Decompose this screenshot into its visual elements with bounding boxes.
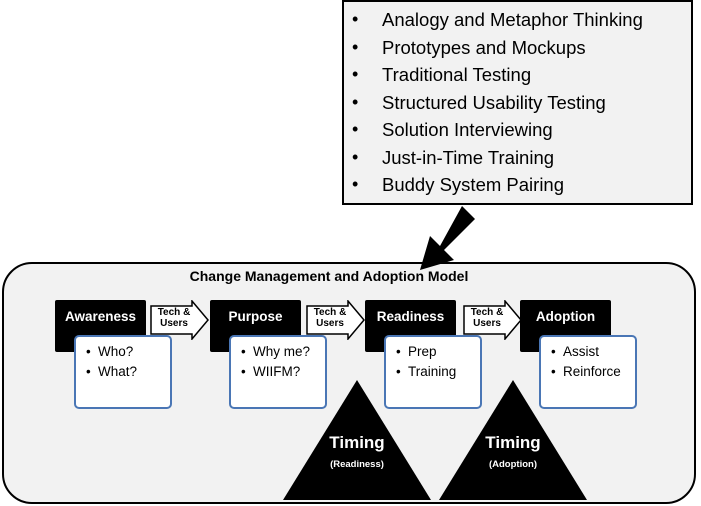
connector-label: Tech & Users: [150, 307, 198, 329]
model-title: Change Management and Adoption Model: [189, 268, 469, 284]
list-item: Training: [396, 362, 480, 382]
technique-item: Analogy and Metaphor Thinking: [344, 6, 691, 34]
stage-adoption-list: Assist Reinforce: [539, 335, 637, 409]
timing-readiness-triangle: [283, 380, 431, 500]
list-item: Assist: [551, 342, 635, 362]
connector-label-line: Users: [160, 318, 188, 329]
connector-arrow-icon: [150, 300, 209, 340]
connector-label-line: Users: [316, 318, 344, 329]
technique-item: Solution Interviewing: [344, 116, 691, 144]
stage-readiness-list: Prep Training: [384, 335, 482, 409]
connector-label: Tech & Users: [463, 307, 511, 329]
connector-label: Tech & Users: [306, 307, 354, 329]
techniques-box: Analogy and Metaphor Thinking Prototypes…: [342, 0, 693, 205]
timing-adoption-title: Timing: [485, 433, 541, 452]
connector-arrow-icon: [306, 300, 365, 340]
technique-item: Traditional Testing: [344, 61, 691, 89]
list-item: What?: [86, 362, 170, 382]
technique-item: Structured Usability Testing: [344, 89, 691, 117]
technique-item: Buddy System Pairing: [344, 171, 691, 199]
technique-item: Just-in-Time Training: [344, 144, 691, 172]
list-item: Who?: [86, 342, 170, 362]
connector-arrow-icon: [463, 300, 522, 340]
technique-item: Prototypes and Mockups: [344, 34, 691, 62]
list-item: Reinforce: [551, 362, 635, 382]
stage-purpose-list: Why me? WIIFM?: [229, 335, 327, 409]
pointer-arrow-icon: [420, 206, 475, 270]
connector-label-line: Tech &: [470, 307, 504, 318]
stage-awareness-list: Who? What?: [74, 335, 172, 409]
timing-readiness-subtitle: (Readiness): [330, 459, 384, 470]
timing-readiness-title: Timing: [329, 433, 385, 452]
list-item: Prep: [396, 342, 480, 362]
timing-adoption-subtitle: (Adoption): [488, 459, 537, 470]
timing-adoption-triangle: [439, 380, 587, 500]
techniques-list: Analogy and Metaphor Thinking Prototypes…: [344, 2, 691, 199]
connector-label-line: Tech &: [157, 307, 191, 318]
list-item: Why me?: [241, 342, 325, 362]
connector-label-line: Tech &: [313, 307, 347, 318]
connector-label-line: Users: [473, 318, 501, 329]
list-item: WIIFM?: [241, 362, 325, 382]
